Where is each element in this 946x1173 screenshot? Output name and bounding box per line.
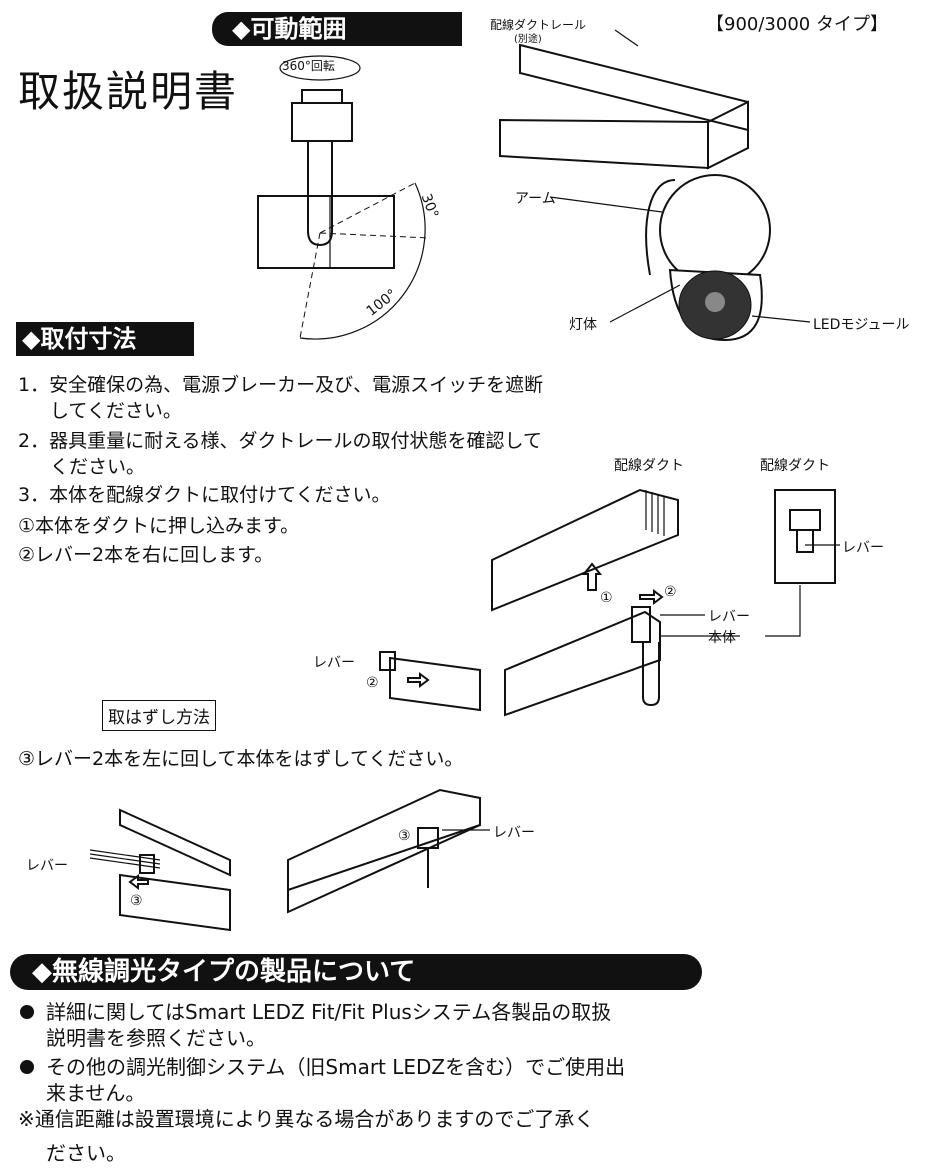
removal-text: ③レバー2本を左に回して本体をはずしてください。: [18, 748, 464, 770]
wireless-note-2: ださい。: [46, 1141, 126, 1165]
wireless-bullet-2b: 来ません。: [46, 1081, 146, 1105]
wireless-note-1: ※通信距離は設置環境により異なる場合がありますのでご了承く: [18, 1107, 595, 1131]
mark-rotate-small: ②: [366, 675, 379, 691]
step-2b: ください。: [50, 456, 146, 478]
rail-shape: [519, 43, 749, 132]
body-label: 灯体: [569, 317, 597, 333]
small-body-shape: [389, 656, 481, 712]
step-1b: してください。: [50, 400, 182, 422]
lever-label-main: レバー: [708, 609, 750, 625]
bullet-dot-1: [20, 1005, 34, 1019]
step-2a: 2．器具重量に耐える様、ダクトレールの取付状態を確認して: [18, 430, 542, 452]
led-label: LEDモジュール: [813, 317, 910, 333]
adapter-body: [499, 118, 709, 170]
rail-label: 配線ダクトレール: [490, 18, 587, 32]
duct-shape: [491, 488, 679, 612]
wireless-bullet-2a: その他の調光制御システム（旧Smart LEDZを含む）でご使用出: [46, 1055, 626, 1079]
step-3-2: ②レバー2本を右に回します。: [18, 544, 274, 566]
step-1a: 1．安全確保の為、電源ブレーカー及び、電源スイッチを遮断: [18, 374, 544, 396]
duct-label-2: 配線ダクト: [760, 458, 830, 474]
removal-figure: [89, 788, 490, 932]
arm-line: [645, 179, 676, 276]
section-header-wireless: ◆無線調光タイプの製品について: [10, 954, 702, 990]
angle-arc: [299, 182, 426, 340]
duct-label-1: 配線ダクト: [614, 458, 684, 474]
adapter-shape: [291, 89, 353, 142]
lever-label-side: レバー: [842, 540, 884, 556]
body-label-main: 本体: [708, 630, 736, 646]
removal-mark-right: ③: [398, 828, 411, 844]
product-figure: [499, 29, 811, 342]
bullet-dot-2: [20, 1060, 34, 1074]
step-3-1: ①本体をダクトに押し込みます。: [18, 515, 300, 537]
removal-mark-left: ③: [130, 893, 143, 909]
lamp-body-shape: [257, 195, 395, 269]
removal-box: 取はずし方法: [102, 700, 216, 731]
removal-lever-right: レバー: [493, 825, 535, 841]
wireless-bullet-1b: 説明書を参照ください。: [46, 1026, 266, 1050]
lever-label-small: レバー: [313, 655, 355, 671]
page-title: 取扱説明書: [18, 67, 239, 116]
rail-note-label: (別途): [514, 34, 542, 45]
arm-label: アーム: [515, 191, 556, 207]
range-figure: [257, 55, 431, 340]
section-header-mount: ◆取付寸法: [16, 322, 194, 356]
mark-rotate: ②: [664, 584, 677, 600]
wireless-bullet-1a: 詳細に関してはSmart LEDZ Fit/Fit Plusシステム各製品の取扱: [46, 1000, 612, 1024]
mount-figure: [379, 488, 840, 717]
type-label: 【900/3000 タイプ】: [706, 14, 888, 35]
rotation-ellipse: [279, 55, 361, 81]
mark-push: ①: [600, 590, 613, 606]
step-3: 3．本体を配線ダクトに取付けてください。: [18, 484, 391, 506]
main-body-shape: [504, 610, 661, 717]
section-header-range: ◆可動範囲: [212, 12, 462, 46]
removal-lever-left: レバー: [26, 858, 68, 874]
rotation-label: 360°回転: [282, 59, 335, 73]
duct-section-shape: [774, 489, 836, 584]
arm-shape: [307, 141, 333, 247]
